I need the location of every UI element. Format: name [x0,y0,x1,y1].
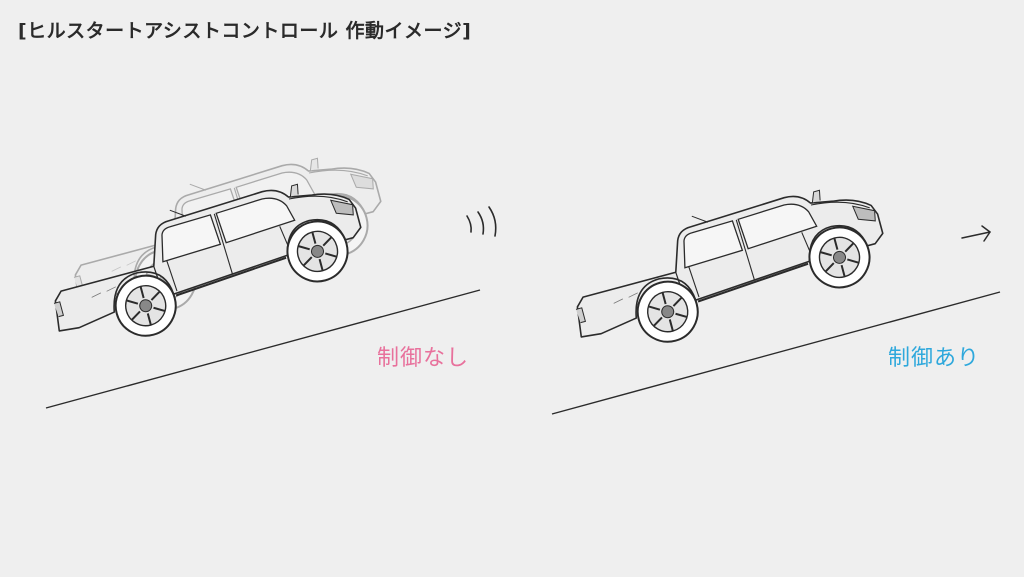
forward-arrow-icon [961,225,991,242]
label-no-control: 制御なし [377,346,470,371]
slope-line-left [45,289,481,409]
slope-line-right [551,291,1001,415]
panel-no-control [35,136,497,409]
label-with-control: 制御あり [888,346,981,371]
panel-with-control [551,168,1001,415]
page-title: [ヒルスタートアシストコントロール 作動イメージ] [18,20,472,42]
motion-waves-icon [466,206,497,237]
